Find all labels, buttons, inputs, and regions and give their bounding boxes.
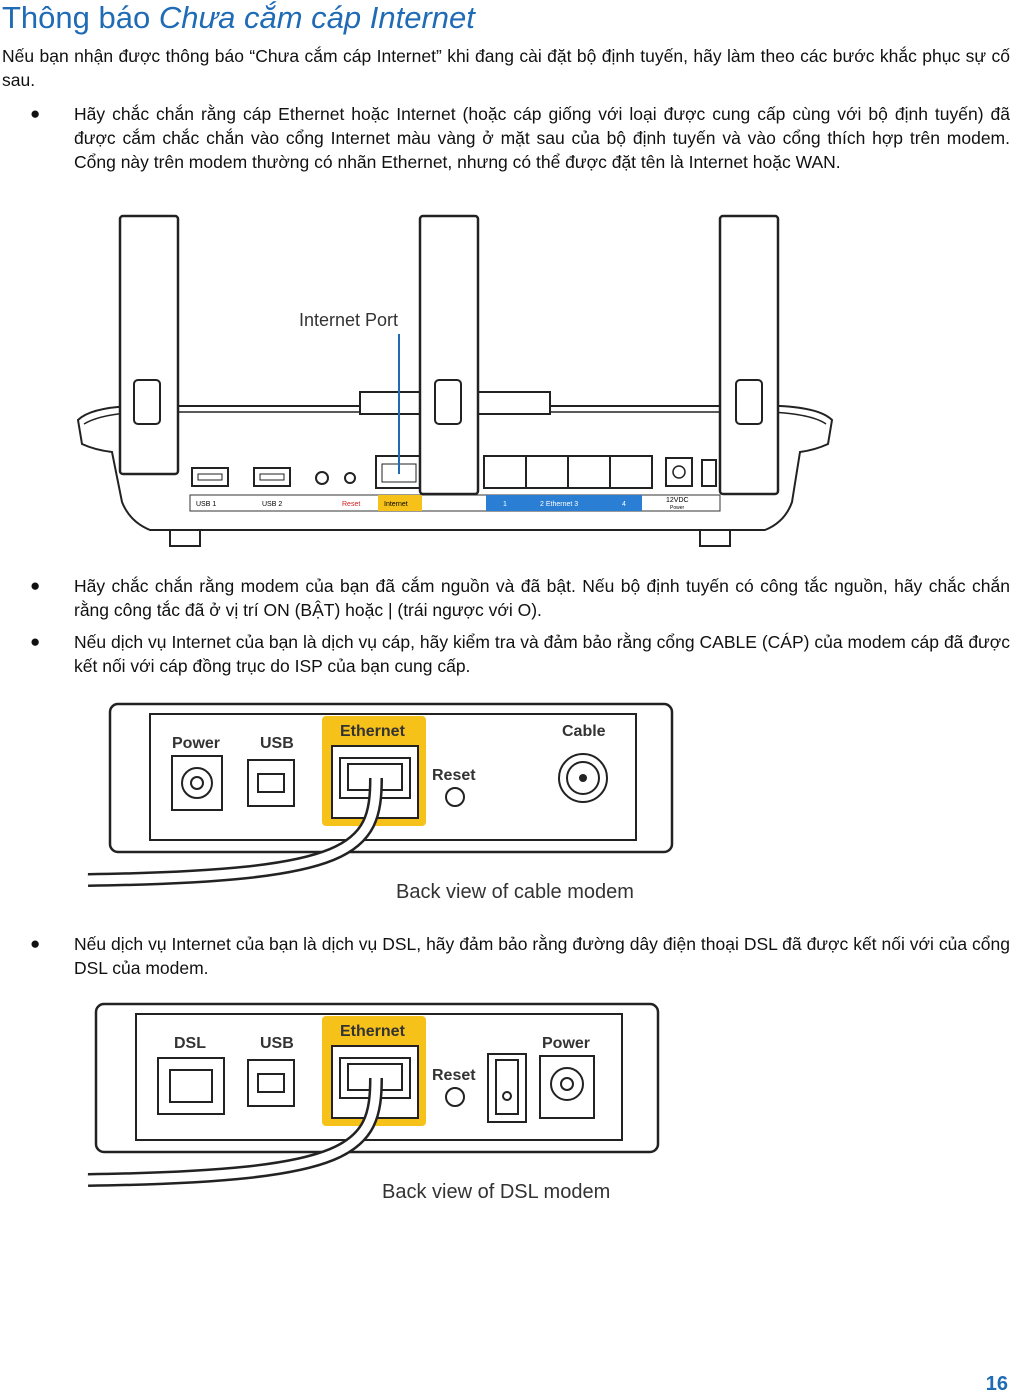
bullet-dot-icon: ● (30, 104, 41, 123)
title-normal: Thông báo (2, 0, 159, 35)
dsl-modem-figure: DSL USB Ethernet Reset Power Back view o… (87, 1002, 660, 1203)
page-number: 16 (985, 1373, 1008, 1395)
dsl-ethernet-label: Ethernet (340, 1023, 406, 1040)
title-italic: Chưa cắm cáp Internet (158, 0, 475, 35)
router-reset-label: Reset (342, 501, 360, 508)
eth-mid-label: 2 Ethernet 3 (540, 501, 578, 508)
internet-port-callout: Internet Port (299, 310, 398, 330)
cable-usb-label: USB (260, 735, 294, 752)
bullet-dot-icon: ● (30, 934, 41, 953)
dsl-modem-caption: Back view of DSL modem (382, 1181, 610, 1203)
dsl-dsl-label: DSL (174, 1035, 206, 1052)
left-antenna (118, 214, 180, 476)
intro-paragraph: Nếu bạn nhận được thông báo “Chưa cắm cá… (2, 46, 1010, 90)
router-figure: USB 1 USB 2 Reset Internet 1 2 Ethernet … (76, 214, 834, 547)
router-internet-label: Internet (384, 501, 408, 508)
center-antenna (418, 214, 480, 496)
eth4-label: 4 (622, 501, 626, 508)
dsl-usb-label: USB (260, 1035, 294, 1052)
dsl-reset-label: Reset (432, 1067, 476, 1084)
usb2-label: USB 2 (262, 501, 282, 508)
bullet-dot-icon: ● (30, 632, 41, 651)
bullet-text: Hãy chắc chắn rằng cáp Ethernet hoặc Int… (74, 104, 1010, 172)
cable-modem-figure: Power USB Ethernet Reset Cable Back view… (87, 702, 674, 903)
right-antenna (718, 214, 780, 496)
dsl-power-label: Power (542, 1035, 590, 1052)
usb1-label: USB 1 (196, 501, 216, 508)
router-power-label: 12VDC (666, 497, 689, 504)
page-title: Thông báo Chưa cắm cáp Internet (2, 0, 475, 36)
eth1-label: 1 (503, 501, 507, 508)
router-power-sublabel: Power (670, 505, 685, 511)
bullet-text: Hãy chắc chắn rằng modem của bạn đã cắm … (74, 576, 1010, 620)
cable-power-label: Power (172, 735, 220, 752)
bullet-text: Nếu dịch vụ Internet của bạn là dịch vụ … (74, 632, 1010, 676)
cable-reset-label: Reset (432, 767, 476, 784)
cable-modem-caption: Back view of cable modem (396, 881, 634, 903)
bullet-text: Nếu dịch vụ Internet của bạn là dịch vụ … (74, 934, 1010, 978)
usb2-port (253, 467, 291, 487)
bullet-dot-icon: ● (30, 576, 41, 595)
usb1-port (191, 467, 229, 487)
cable-ethernet-label: Ethernet (340, 723, 406, 740)
cable-cable-label: Cable (562, 723, 606, 740)
